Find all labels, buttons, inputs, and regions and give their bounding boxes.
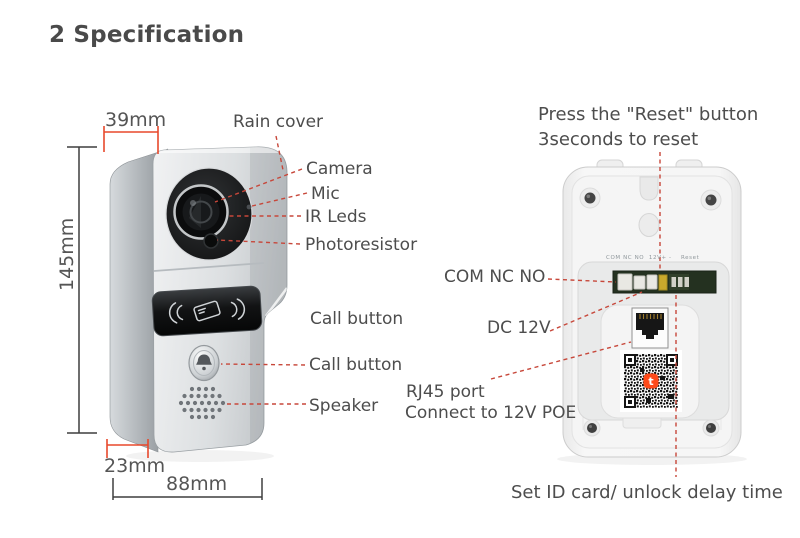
leader-rj45 [490,341,632,380]
label-set-id-card: Set ID card/ unlock delay time [511,482,783,503]
front-device-shadow [126,450,274,462]
label-dc-12v: DC 12V [487,318,551,338]
label-rj45-line1: RJ45 port [406,382,485,402]
label-reset-line1: Press the "Reset" button [538,104,759,125]
screw-top-left [579,187,601,209]
mic-hole [246,204,252,210]
cable-notch [639,176,659,201]
back-device: t [557,159,747,465]
dim-total-width: 88mm [166,473,228,495]
screw-bottom-left [583,419,601,437]
leader-rain-cover [275,135,284,171]
leader-com-nc-no [547,278,617,283]
dim-39mm-lines [103,126,159,154]
terminal-connector[interactable] [617,273,633,291]
dim-145mm-lines [67,146,97,434]
rj45-port[interactable] [631,307,669,349]
dim-bottom-inset: 23mm [104,455,166,477]
bell-icon [196,354,212,371]
photoresistor-dot [203,233,219,249]
dim-23mm-lines [106,439,149,458]
label-ir-leds: IR Leds [305,207,367,227]
terminal-connector[interactable] [646,274,658,290]
screw-top-right [700,189,722,211]
label-call-button-upper: Call button [310,309,404,329]
label-com-nc-no: COM NC NO [444,267,546,287]
call-button[interactable] [188,344,220,382]
oval-hole [638,213,660,237]
leader-photoresistor [216,239,301,245]
front-device [109,146,288,462]
leader-call-button [220,363,306,366]
label-mic: Mic [311,184,340,204]
power-terminal[interactable] [658,274,668,291]
dim-height: 145mm [56,217,78,291]
card-swipe-icon [168,298,246,324]
leader-dc-12v [549,291,643,332]
svg-text:t: t [648,375,653,388]
label-photoresistor: Photoresistor [305,235,418,255]
pcb [612,270,717,294]
terminal-connector[interactable] [633,275,646,290]
qr-code: t [620,350,682,412]
card-reader[interactable] [151,285,263,337]
rj45-jack [636,313,664,339]
tuya-logo: t [643,373,659,389]
camera-area [165,167,253,261]
pcb-silkscreen-text: COM NC NO 12V+ - Reset [606,255,700,261]
label-call-button-lower: Call button [309,355,403,375]
screw-bottom-right [702,419,720,437]
leader-mic [251,192,308,207]
label-speaker: Speaker [309,396,379,416]
dim-top-width: 39mm [105,109,167,131]
label-camera: Camera [306,159,373,179]
leader-camera [214,168,303,203]
speaker-grille [178,386,226,420]
label-reset-line2: 3seconds to reset [538,129,699,150]
page-title: 2 Specification [49,22,245,48]
label-rain-cover: Rain cover [233,112,324,132]
dim-88mm-lines [112,478,263,500]
label-rj45-line2: Connect to 12V POE [405,403,577,423]
